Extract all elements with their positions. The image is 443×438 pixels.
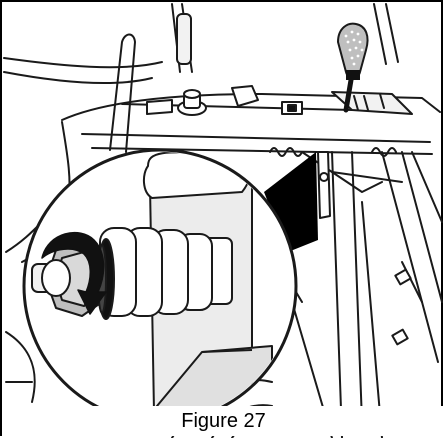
detail-magnifier: [22, 148, 298, 424]
shift-lever-grip: [336, 22, 369, 80]
figure-caption: Figure 27: [2, 406, 443, 436]
rotation-arrow-icon: [41, 231, 107, 315]
zoom-cone: [264, 152, 318, 252]
